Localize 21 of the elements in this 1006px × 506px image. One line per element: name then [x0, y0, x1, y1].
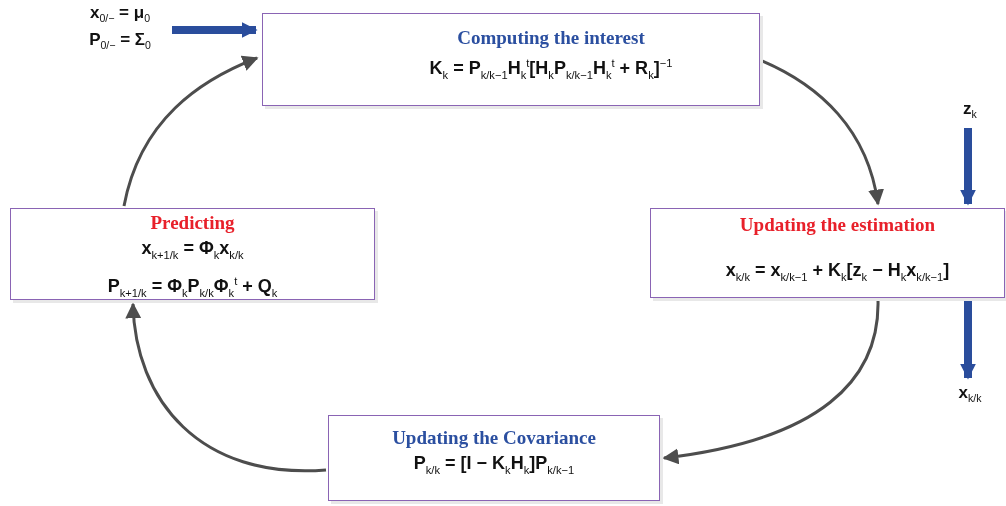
arrow [126, 302, 327, 473]
arrow [122, 56, 259, 207]
process-box [328, 415, 660, 501]
box-title: Updating the Covariance [392, 426, 596, 450]
formula-text: x$_{k/k}$ [958, 382, 982, 407]
formula-text: x$_{k/k}$ = x$_{k/k−1}$ + K$_{k}$[z$_{k}$ − H$_{k}$x$_{k/k−1}$] [725, 259, 950, 285]
process-box [262, 13, 760, 106]
process-box [10, 208, 375, 300]
box-title: Predicting [150, 211, 235, 235]
arrow [662, 299, 880, 464]
formula-text: x$_{0/−}$ = μ$_{0}$ [89, 2, 150, 27]
box-title: Computing the interest [457, 26, 645, 50]
formula-text: K$_{k}$ = P$_{k/k−1}$H$_{k}$$^{t}$[H$_{k}$P$_{k/k−1}$H$_{k}$$^{t}$ + R$_{k}$]$^{−1}$ [429, 56, 673, 83]
arrow [960, 300, 976, 380]
formula-text: P$_{k+1/k}$ = Φ$_{k}$P$_{k/k}$Φ$_{k}$$^{t}$ + Q$_{k}$ [107, 273, 278, 301]
formula-text: z$_{k}$ [963, 98, 977, 123]
formula-text: P$_{k/k}$ = [I − K$_{k}$H$_{k}$]P$_{k/k−1}$ [413, 452, 575, 478]
formula-text: P$_{0/−}$ = Σ$_{0}$ [89, 29, 151, 54]
formula-text: x$_{k+1/k}$ = Φ$_{k}$x$_{k/k}$ [141, 237, 244, 263]
box-title: Updating the estimation [739, 213, 936, 237]
process-box [650, 208, 1005, 298]
